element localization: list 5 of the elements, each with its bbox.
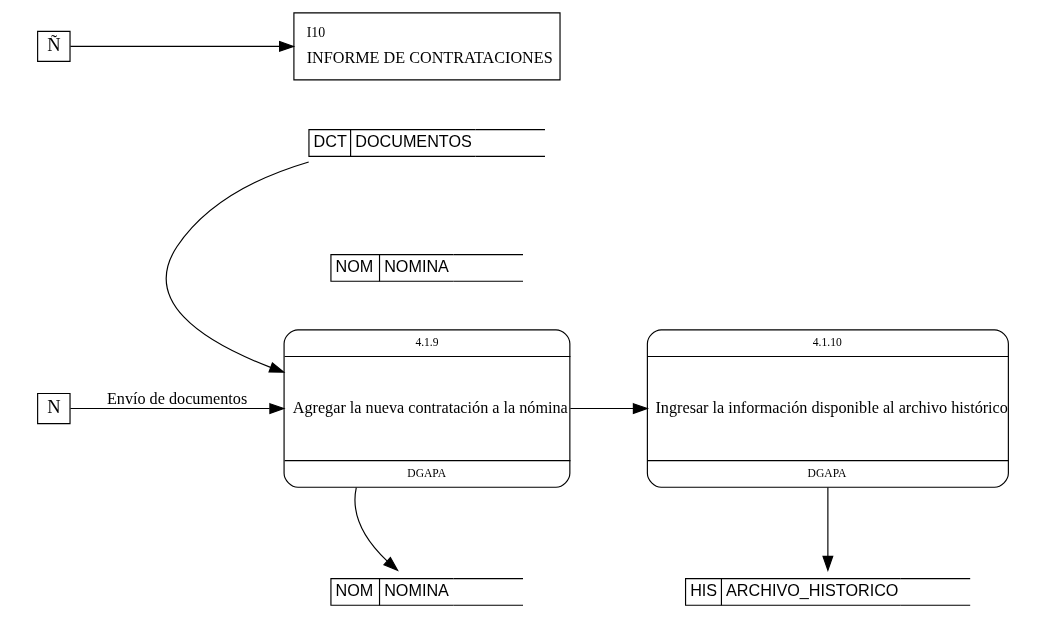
node-text: NOM NOMINA bbox=[335, 257, 449, 276]
edge-label: Envío de documentos bbox=[106, 390, 248, 409]
node-text: HIS ARCHIVO_HISTORICO bbox=[690, 581, 899, 600]
node-text: DCT DOCUMENTOS bbox=[313, 132, 472, 151]
node-text: NOM NOMINA bbox=[335, 581, 449, 600]
